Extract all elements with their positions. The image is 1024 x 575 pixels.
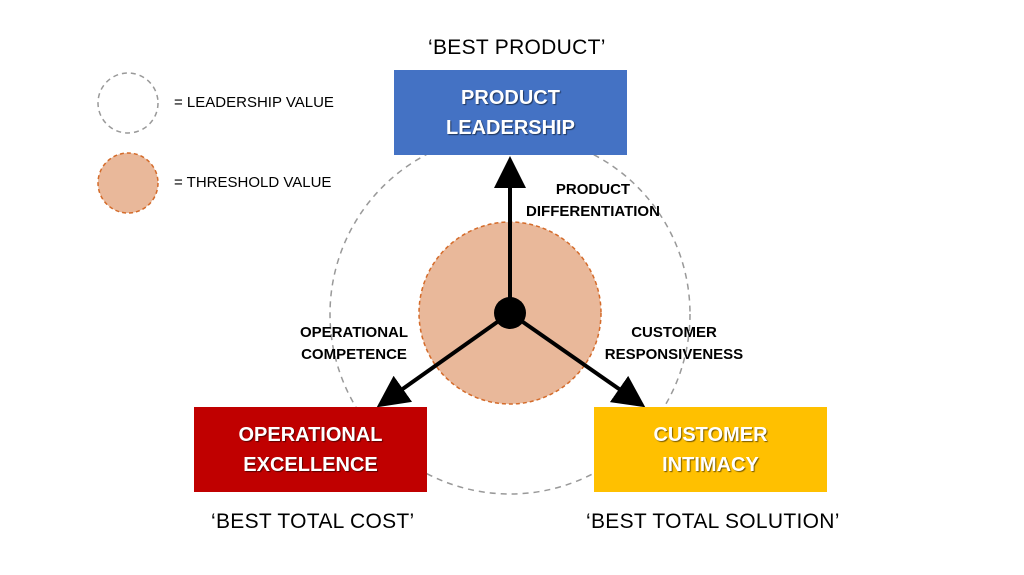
customer-responsiveness-label: CUSTOMER RESPONSIVENESS bbox=[598, 322, 750, 366]
operational-axis-line1: OPERATIONAL bbox=[299, 324, 409, 341]
operational-box-line1: OPERATIONAL bbox=[238, 423, 383, 446]
customer-axis-line1: CUSTOMER bbox=[631, 324, 717, 341]
customer-box-line2: INTIMACY bbox=[662, 453, 759, 476]
legend-leadership-label: = LEADERSHIP VALUE bbox=[174, 94, 334, 111]
operational-competence-arrow bbox=[376, 311, 512, 408]
product-box-line2: LEADERSHIP bbox=[446, 116, 575, 139]
product-differentiation-label: PRODUCT DIFFERENTIATION bbox=[518, 179, 668, 223]
customer-responsiveness-arrow bbox=[508, 311, 646, 408]
product-tagline: ‘BEST PRODUCT’ bbox=[428, 36, 606, 59]
product-axis-line1: PRODUCT bbox=[555, 181, 631, 198]
legend-leadership-circle bbox=[97, 72, 159, 134]
operational-excellence-box: OPERATIONAL EXCELLENCE bbox=[194, 407, 427, 492]
legend-threshold-label: = THRESHOLD VALUE bbox=[174, 174, 332, 191]
center-hub bbox=[494, 297, 526, 329]
customer-axis-line2: RESPONSIVENESS bbox=[604, 346, 744, 363]
product-box-line1: PRODUCT bbox=[461, 86, 560, 109]
operational-competence-label: OPERATIONAL COMPETENCE bbox=[286, 322, 422, 366]
customer-box-line1: CUSTOMER bbox=[653, 423, 768, 446]
operational-tagline: ‘BEST TOTAL COST’ bbox=[211, 510, 415, 533]
legend-threshold-circle bbox=[97, 152, 159, 214]
operational-box-line2: EXCELLENCE bbox=[243, 453, 378, 476]
customer-intimacy-box: CUSTOMER INTIMACY bbox=[594, 407, 827, 492]
customer-tagline: ‘BEST TOTAL SOLUTION’ bbox=[586, 510, 840, 533]
operational-axis-line2: COMPETENCE bbox=[301, 346, 407, 363]
product-leadership-box: PRODUCT LEADERSHIP bbox=[394, 70, 627, 155]
product-axis-line2: DIFFERENTIATION bbox=[526, 203, 660, 220]
